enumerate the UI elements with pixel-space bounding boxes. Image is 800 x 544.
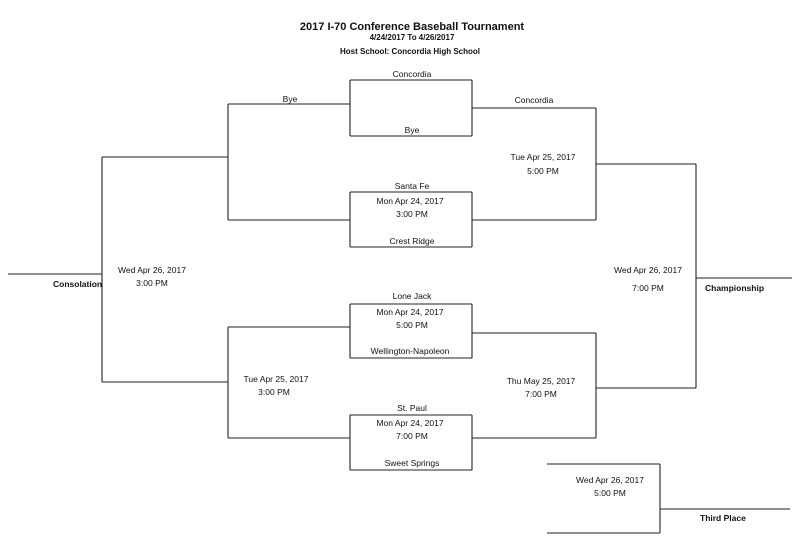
championship-game-time: 7:00 PM bbox=[632, 283, 664, 293]
game1-bottom-team: Bye bbox=[404, 125, 420, 135]
game4-date: Mon Apr 24, 2017 bbox=[376, 418, 444, 428]
right-semi1-time: 5:00 PM bbox=[527, 166, 559, 176]
left-semi-time: 3:00 PM bbox=[258, 387, 290, 397]
consolation-game-date: Wed Apr 26, 2017 bbox=[118, 265, 186, 275]
game3-bottom-team: Wellington-Napoleon bbox=[370, 346, 450, 356]
left-semi-date: Tue Apr 25, 2017 bbox=[243, 374, 309, 384]
host-school: Host School: Concordia High School bbox=[340, 47, 480, 56]
third-place-lines bbox=[547, 463, 790, 534]
third-place-time: 5:00 PM bbox=[594, 488, 626, 498]
game4-time: 7:00 PM bbox=[396, 431, 428, 441]
game3-top-team: Lone Jack bbox=[392, 291, 432, 301]
game4-top-team: St. Paul bbox=[397, 403, 427, 413]
right-concordia-label: Concordia bbox=[514, 95, 554, 105]
page-title: 2017 I-70 Conference Baseball Tournament bbox=[299, 21, 525, 33]
right-bracket-lines bbox=[472, 107, 792, 439]
left-bye-label: Bye bbox=[282, 94, 298, 104]
right-semi2-date: Thu May 25, 2017 bbox=[506, 376, 576, 386]
left-bracket-lines bbox=[8, 103, 350, 439]
game2-date: Mon Apr 24, 2017 bbox=[376, 196, 444, 206]
game1-box bbox=[349, 79, 473, 137]
consolation-label: Consolation bbox=[53, 279, 103, 289]
game4-box bbox=[349, 414, 473, 471]
tournament-dates: 4/24/2017 To 4/26/2017 bbox=[369, 33, 455, 42]
game2-bottom-team: Crest Ridge bbox=[389, 236, 435, 246]
championship-label: Championship bbox=[705, 283, 765, 293]
right-semi2-time: 7:00 PM bbox=[525, 389, 557, 399]
game2-top-team: Santa Fe bbox=[394, 181, 430, 191]
game3-box bbox=[349, 303, 473, 359]
championship-game-date: Wed Apr 26, 2017 bbox=[614, 265, 682, 275]
consolation-game-time: 3:00 PM bbox=[136, 278, 168, 288]
third-place-label: Third Place bbox=[700, 513, 746, 523]
game2-time: 3:00 PM bbox=[396, 209, 428, 219]
right-semi1-date: Tue Apr 25, 2017 bbox=[510, 152, 576, 162]
third-place-date: Wed Apr 26, 2017 bbox=[576, 475, 644, 485]
game3-date: Mon Apr 24, 2017 bbox=[376, 307, 444, 317]
game1-top-team: Concordia bbox=[392, 69, 432, 79]
game4-bottom-team: Sweet Springs bbox=[384, 458, 440, 468]
game3-time: 5:00 PM bbox=[396, 320, 428, 330]
